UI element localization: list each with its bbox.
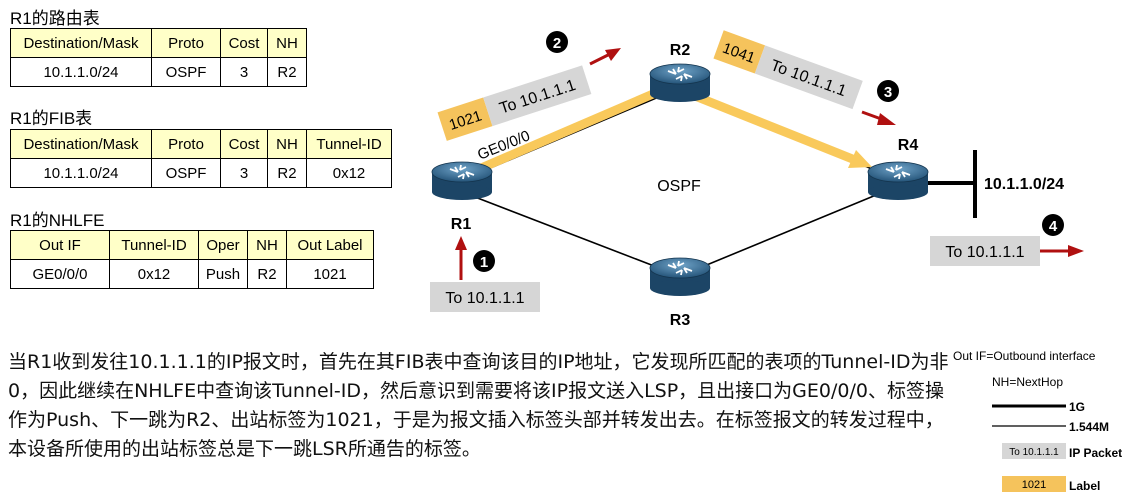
network-label: 10.1.1.0/24 — [984, 176, 1064, 193]
legend-label: Label — [1069, 479, 1100, 493]
router-r4-label: R4 — [898, 137, 919, 154]
lsp-arrowhead-r4 — [848, 150, 872, 168]
rib-header-proto: Proto — [151, 28, 221, 58]
packet-1-box — [430, 282, 540, 312]
fib-header-tunnel: Tunnel-ID — [306, 129, 392, 159]
fib-cell-proto: OSPF — [151, 158, 221, 188]
step-1-number: 1 — [480, 254, 488, 271]
network-diagram: R1 R2 R3 R4 OSPF GE0/0/0 10.1.1.0/24 1 T… — [430, 30, 1084, 329]
link-r1-r3 — [461, 191, 681, 277]
nhlfe-cell-outlabel: 1021 — [286, 259, 374, 289]
description-text: 当R1收到发往10.1.1.1的IP报文时，首先在其FIB表中查询该目的IP地址… — [8, 351, 949, 460]
router-r3-label: R3 — [670, 312, 691, 329]
step-2-number: 2 — [553, 35, 561, 52]
nhlfe-header-tunnel: Tunnel-ID — [109, 230, 199, 260]
lsp-path-r2-r4 — [678, 85, 857, 165]
fib-cell-tunnel: 0x12 — [306, 158, 392, 188]
nhlfe-cell-oper: Push — [198, 259, 248, 289]
fib-table: Destination/Mask Proto Cost NH Tunnel-ID… — [10, 129, 392, 188]
packet-3-box — [754, 45, 863, 110]
legend-ip-sample-box — [1002, 443, 1066, 459]
nhlfe-cell-nh: R2 — [247, 259, 287, 289]
router-r1-label: R1 — [451, 216, 472, 233]
rib-cell-nh: R2 — [267, 57, 307, 87]
lsp-path-r1-r2 — [463, 86, 662, 180]
fib-cell-dest: 10.1.1.0/24 — [10, 158, 152, 188]
nhlfe-header-oper: Oper — [198, 230, 248, 260]
step-2-badge — [546, 31, 568, 53]
rib-table-title: R1的路由表 — [10, 9, 100, 28]
legend-slow-text: 1.544M — [1069, 420, 1109, 434]
nhlfe-table: Out IF Tunnel-ID Oper NH Out Label GE0/0… — [10, 230, 374, 289]
fib-header-dest: Destination/Mask — [10, 129, 152, 159]
legend: Out IF=Outbound interface NH=NextHop 1G … — [953, 349, 1122, 493]
step-3-badge — [877, 80, 899, 102]
legend-label-sample-box — [1002, 476, 1066, 492]
router-r4-icon — [867, 161, 929, 200]
link-r3-r4 — [679, 185, 899, 277]
router-r1-icon — [431, 161, 493, 200]
legend-label-sample: 1021 — [1022, 479, 1046, 491]
nhlfe-table-title: R1的NHLFE — [10, 211, 105, 230]
step-3-number: 3 — [884, 84, 892, 101]
packet-3-label-box — [713, 30, 766, 74]
rib-cell-proto: OSPF — [151, 57, 221, 87]
arrow-2 — [589, 52, 611, 66]
router-r2-label: R2 — [670, 42, 691, 59]
rib-header-cost: Cost — [220, 28, 268, 58]
ospf-label: OSPF — [657, 178, 701, 195]
rib-table: Destination/Mask Proto Cost NH 10.1.1.0/… — [10, 28, 307, 87]
legend-ip-packet: IP Packet — [1069, 446, 1122, 460]
fib-table-title: R1的FIB表 — [10, 109, 93, 128]
step-1-badge — [473, 250, 495, 272]
packet-3: 1041 To 10.1.1.1 — [713, 30, 863, 110]
packet-2-label-box — [437, 97, 493, 141]
router-r2-icon — [649, 63, 711, 102]
rib-header-nh: NH — [267, 28, 307, 58]
legend-out-if: Out IF=Outbound interface — [953, 349, 1096, 363]
legend-nh: NH=NextHop — [992, 375, 1063, 389]
rib-cell-cost: 3 — [220, 57, 268, 87]
fib-header-nh: NH — [267, 129, 307, 159]
packet-1-text: To 10.1.1.1 — [445, 290, 524, 307]
nhlfe-header-outlabel: Out Label — [286, 230, 374, 260]
fib-cell-nh: R2 — [267, 158, 307, 188]
rib-cell-dest: 10.1.1.0/24 — [10, 57, 152, 87]
nhlfe-cell-tunnel: 0x12 — [109, 259, 199, 289]
step-4-badge — [1042, 214, 1064, 236]
packet-4-box — [930, 236, 1040, 266]
legend-ip-sample: To 10.1.1.1 — [1009, 447, 1059, 458]
step-4-number: 4 — [1049, 218, 1058, 235]
router-r3-icon — [649, 257, 711, 296]
legend-1g-text: 1G — [1069, 400, 1085, 414]
packet-4-text: To 10.1.1.1 — [945, 244, 1024, 261]
nhlfe-cell-outif: GE0/0/0 — [10, 259, 110, 289]
packet-2-box — [483, 65, 592, 127]
